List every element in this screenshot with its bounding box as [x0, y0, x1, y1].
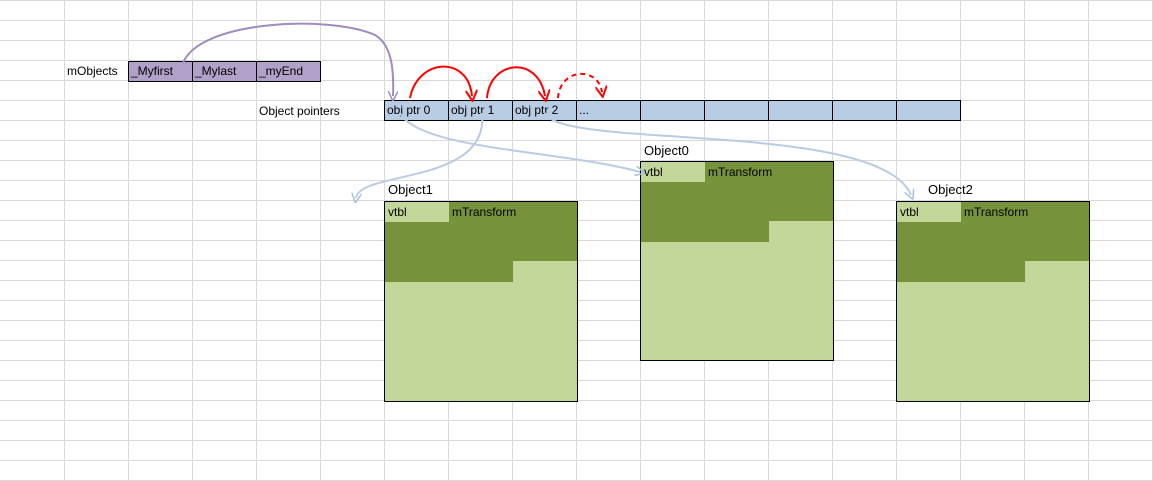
- pointer-cell: [768, 100, 833, 121]
- pointer-cell: [832, 100, 897, 121]
- pointer-cell: [640, 100, 705, 121]
- myfirst-cell: _Myfirst: [128, 61, 193, 82]
- object0-title: Object0: [644, 143, 689, 158]
- transform-field: [385, 222, 577, 261]
- pointer-cell: [896, 100, 961, 121]
- object1-box: vtbl mTransform: [384, 201, 578, 402]
- transform-field: [641, 182, 833, 221]
- mtransform-label: mTransform: [964, 205, 1029, 219]
- object2-box: vtbl mTransform: [896, 201, 1090, 402]
- pointer-cell: obj ptr 0: [384, 100, 449, 121]
- vtbl-field: [897, 202, 961, 222]
- transform-field: [897, 222, 1089, 261]
- vtbl-label: vtbl: [388, 205, 407, 219]
- mobjects-label: mObjects: [67, 64, 118, 78]
- object1-title: Object1: [388, 182, 433, 197]
- pointer-cell: ...: [576, 100, 641, 121]
- pointer-cell: obj ptr 1: [448, 100, 513, 121]
- pointer-cell: obj ptr 2: [512, 100, 577, 121]
- mtransform-label: mTransform: [452, 205, 517, 219]
- mtransform-label: mTransform: [708, 165, 773, 179]
- transform-field: [897, 261, 1025, 282]
- transform-field: [961, 202, 1089, 222]
- vtbl-label: vtbl: [644, 165, 663, 179]
- myend-cell: _myEnd: [256, 61, 321, 82]
- transform-field: [641, 221, 769, 242]
- object2-title: Object2: [928, 182, 973, 197]
- transform-field: [385, 261, 513, 282]
- vtbl-field: [385, 202, 449, 222]
- pointer-cell: [704, 100, 769, 121]
- object-pointers-label: Object pointers: [259, 104, 340, 118]
- object0-box: vtbl mTransform: [640, 161, 834, 361]
- vtbl-label: vtbl: [900, 205, 919, 219]
- mylast-cell: _Mylast: [192, 61, 257, 82]
- transform-field: [449, 202, 577, 222]
